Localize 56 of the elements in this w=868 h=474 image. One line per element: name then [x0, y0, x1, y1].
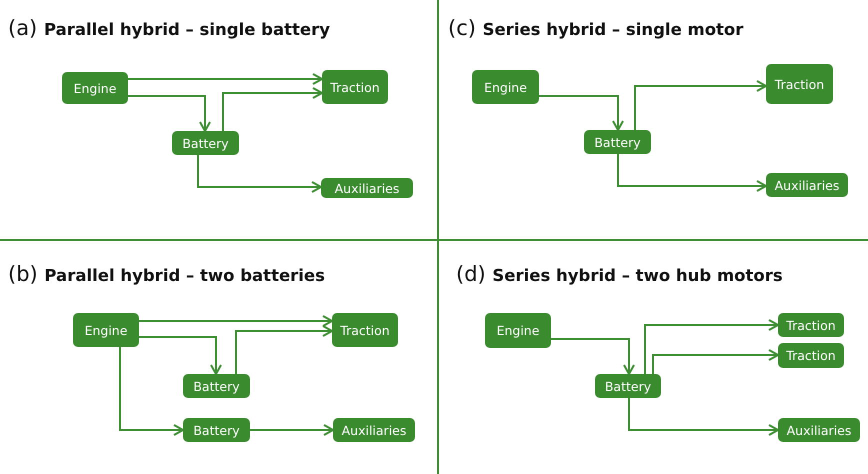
process-box	[183, 418, 250, 442]
box-label: Engine	[84, 322, 128, 338]
process-box	[62, 72, 128, 104]
box-label: Traction	[330, 80, 380, 94]
panel-heading: (a) Parallel hybrid – single battery	[8, 18, 330, 39]
arrow	[644, 319, 779, 374]
box-label: Engine	[484, 80, 527, 94]
box-label: Auxiliaries	[342, 422, 406, 438]
arrow	[539, 95, 624, 131]
process-box	[73, 313, 139, 347]
box-label: Battery	[193, 378, 240, 394]
arrow	[139, 336, 222, 375]
arrow	[222, 87, 323, 131]
process-box	[595, 374, 661, 398]
process-box	[778, 313, 844, 337]
arrow	[628, 398, 779, 436]
process-box	[321, 178, 413, 198]
arrow	[197, 155, 322, 193]
box-label: Traction	[786, 348, 836, 363]
panel-heading: (c) Series hybrid – single motor	[448, 18, 744, 39]
arrow	[128, 73, 323, 85]
box-label: Traction	[786, 318, 836, 332]
process-box	[766, 173, 848, 197]
box-label: Engine	[496, 323, 540, 338]
process-box	[172, 131, 239, 155]
box-label: Auxiliaries	[786, 422, 852, 438]
box-label: Auxiliaries	[774, 178, 840, 192]
process-box	[322, 70, 388, 104]
box-label: Engine	[74, 80, 116, 96]
process-box	[333, 418, 415, 442]
arrow	[634, 80, 767, 130]
process-box	[766, 64, 833, 104]
box-label: Traction	[340, 322, 390, 338]
process-box	[778, 418, 860, 442]
arrow	[128, 95, 211, 132]
process-box	[778, 343, 844, 368]
arrow	[119, 347, 184, 436]
box-label: Traction	[774, 76, 824, 92]
arrow	[617, 154, 767, 192]
arrow	[250, 424, 334, 436]
box-label: Battery	[182, 136, 229, 150]
process-box	[584, 130, 651, 154]
process-box	[472, 70, 539, 104]
box-label: Battery	[604, 378, 652, 394]
panel-heading: (b) Parallel hybrid – two batteries	[8, 264, 325, 285]
arrow	[652, 349, 779, 374]
box-label: Auxiliaries	[334, 180, 400, 196]
process-box	[332, 313, 398, 347]
box-label: Battery	[594, 134, 641, 150]
process-box	[183, 374, 250, 398]
panel-heading: (d) Series hybrid – two hub motors	[456, 264, 783, 285]
arrow	[551, 338, 635, 375]
process-box	[485, 313, 551, 348]
box-label: Battery	[193, 422, 240, 438]
arrow	[139, 315, 333, 327]
arrow	[235, 325, 333, 374]
